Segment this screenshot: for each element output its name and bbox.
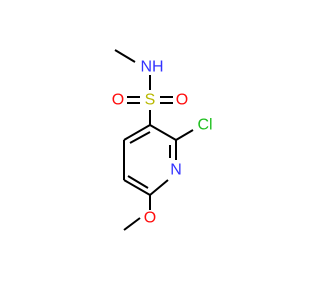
- bond-c3-c2: [149, 124, 177, 141]
- atom-oxygen-methoxy: O: [144, 210, 156, 227]
- atom-nitrogen-ring: N: [170, 162, 182, 179]
- structure-drawing: NH S O O Cl N O: [112, 49, 213, 231]
- bonds: [114, 49, 194, 231]
- atom-labels: NH S O O Cl N O: [112, 59, 213, 227]
- atom-oxygen-left: O: [112, 92, 124, 109]
- bond-c2-cl: [175, 129, 194, 141]
- atom-nh: NH: [140, 59, 163, 76]
- atom-sulfur: S: [145, 92, 156, 109]
- atom-chlorine: Cl: [197, 117, 212, 134]
- bond-c6-c5: [123, 179, 151, 196]
- bond-n-c6: [149, 179, 169, 196]
- atom-oxygen-right: O: [176, 92, 188, 109]
- bond-o-methyl: [123, 217, 141, 231]
- bond-c6-c5-inner: [127, 175, 149, 189]
- bond-c4-c3-inner: [129, 131, 151, 144]
- bond-c4-c3: [123, 124, 151, 141]
- bond-methyl-n: [114, 49, 136, 63]
- molecule-structure: NH S O O Cl N O: [112, 49, 213, 231]
